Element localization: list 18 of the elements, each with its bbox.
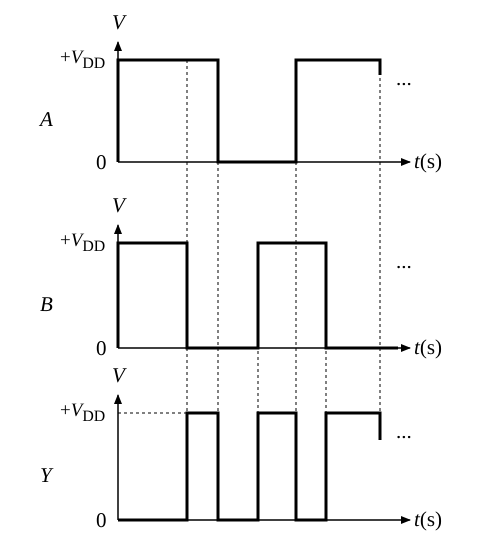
level-label: +V$_{DD}$ bbox=[60, 48, 106, 72]
tick-label: 0 bbox=[96, 152, 106, 173]
axis-label: t(s) bbox=[414, 509, 442, 530]
signal-name: B bbox=[40, 294, 53, 314]
level-label: +V$_{DD}$ bbox=[60, 231, 106, 255]
axis-label: t(s) bbox=[414, 151, 442, 172]
tick-label: 0 bbox=[96, 510, 106, 531]
axis-label: V bbox=[112, 365, 125, 386]
signal-name: Y bbox=[40, 464, 52, 486]
level-label: +V$_{DD}$ bbox=[60, 401, 106, 425]
axis-label: t(s) bbox=[414, 337, 442, 358]
ellipsis: ... bbox=[396, 68, 412, 89]
axis-label: V bbox=[112, 12, 125, 33]
tick-label: 0 bbox=[96, 338, 106, 359]
axis-label: V bbox=[112, 195, 125, 216]
ellipsis: ... bbox=[396, 421, 412, 442]
ellipsis: ... bbox=[396, 251, 412, 272]
signal-name: A bbox=[40, 109, 53, 130]
